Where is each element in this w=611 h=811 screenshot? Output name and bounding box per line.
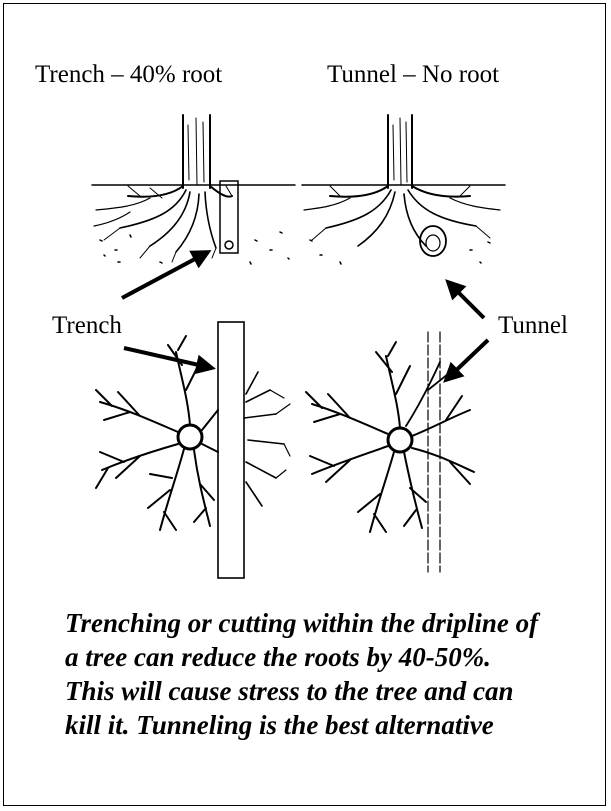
caption-line: a tree can reduce the roots by 40-50%. bbox=[65, 640, 605, 674]
tunnel-label: Tunnel bbox=[498, 313, 568, 338]
pointer-arrows bbox=[122, 252, 488, 380]
trench-plan-view bbox=[96, 322, 290, 578]
trench-label: Trench bbox=[52, 313, 122, 338]
tunnel-cross-section bbox=[302, 115, 505, 264]
trench-cross-section bbox=[92, 115, 295, 264]
tunnel-heading: Tunnel – No root bbox=[327, 62, 499, 87]
arrow-to-tunnel-section bbox=[448, 282, 484, 318]
caption-line: Trenching or cutting within the dripline… bbox=[65, 606, 605, 640]
arrow-to-trench-plan bbox=[124, 348, 212, 368]
arrow-to-tunnel-plan bbox=[446, 340, 488, 380]
caption-line: kill it. Tunneling is the best alternati… bbox=[65, 708, 605, 742]
caption-line: This will cause stress to the tree and c… bbox=[65, 674, 605, 708]
arrow-to-trench-section bbox=[122, 252, 208, 298]
trench-heading: Trench – 40% root bbox=[35, 62, 222, 87]
tunnel-plan-view bbox=[306, 332, 474, 572]
caption-text: Trenching or cutting within the dripline… bbox=[65, 606, 605, 742]
